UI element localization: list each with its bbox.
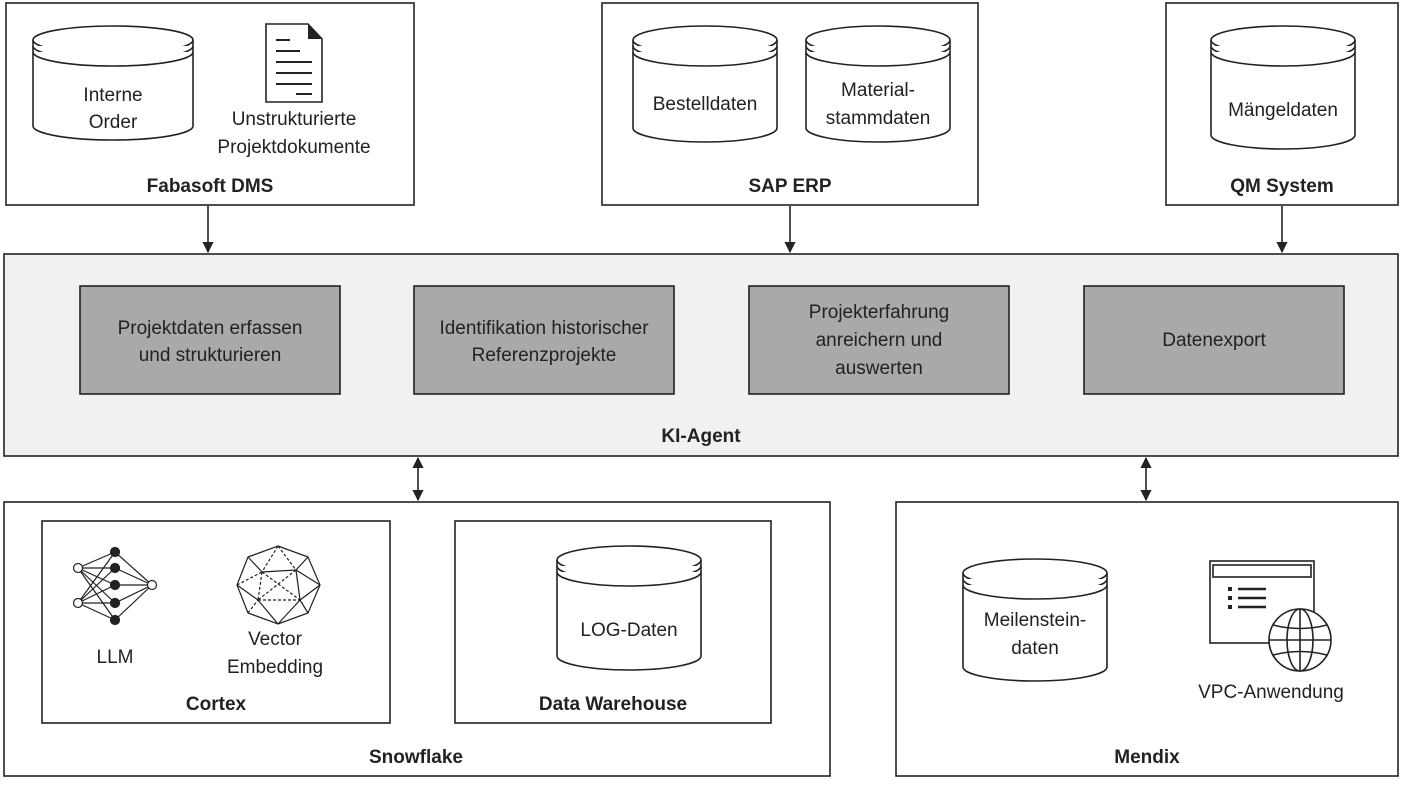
agent-step-3-line-1: Projekterfahrung [809,302,949,323]
database-cylinder-icon [632,25,778,143]
agent-step-3-line-2: anreichern und [816,330,943,351]
database-cylinder-icon [556,545,702,671]
polyhedron-icon [236,545,321,625]
data-warehouse-title: Data Warehouse [539,694,687,715]
document-icon [265,23,323,103]
log-daten-label: LOG-Daten [580,620,677,641]
materialstammdaten-label-2: stammdaten [826,108,931,129]
vector-embedding-label-1: Vector [248,629,303,650]
database-cylinder-icon [32,25,194,141]
database-cylinder-icon [805,25,951,143]
database-cylinder-icon [1210,25,1356,150]
agent-step-3: Projekterfahrung anreichern und auswerte… [748,285,1010,395]
maengeldaten-label: Mängeldaten [1228,100,1338,121]
vpc-anwendung-label: VPC-Anwendung [1198,682,1344,703]
mendix-title: Mendix [1114,747,1180,768]
snowflake-box: LLM Vect [3,501,831,777]
projektdokumente-label-2: Projektdokumente [217,137,370,158]
llm-label: LLM [97,647,134,668]
projektdokumente-label-1: Unstrukturierte [232,109,357,130]
agent-step-1-line-2: und strukturieren [139,345,282,366]
qm-system-title: QM System [1230,176,1333,197]
agent-step-2-line-2: Referenzprojekte [472,345,617,366]
mendix-box: Meilenstein- daten VPC-Anwendung Mendix [895,501,1399,777]
materialstammdaten-label-1: Material- [841,80,915,101]
agent-step-2: Identifikation historischer Referenzproj… [413,285,675,395]
web-application-icon [1209,560,1332,672]
interne-order-label-1: Interne [83,85,142,106]
ki-agent-box: Projektdaten erfassen und strukturieren … [3,253,1399,457]
snowflake-title: Snowflake [369,747,463,768]
fabasoft-title: Fabasoft DMS [147,176,274,197]
interne-order-label-2: Order [89,112,138,133]
meilensteindaten-label-1: Meilenstein- [984,610,1086,631]
agent-step-4-line-1: Datenexport [1162,330,1266,351]
sap-erp-title: SAP ERP [748,176,831,197]
qm-system-box: Mängeldaten QM System [1165,2,1399,206]
cortex-box: LLM Vect [41,520,391,724]
neural-network-icon [72,546,158,626]
ki-agent-title: KI-Agent [661,426,741,447]
agent-step-2-line-1: Identifikation historischer [439,318,649,339]
vector-embedding-label-2: Embedding [227,657,323,678]
data-warehouse-box: LOG-Daten Data Warehouse [454,520,772,724]
agent-step-1: Projektdaten erfassen und strukturieren [79,285,341,395]
sap-erp-box: Bestelldaten Material- stammdaten SAP ER… [601,2,979,206]
agent-step-3-line-3: auswerten [835,358,923,379]
agent-step-1-line-1: Projektdaten erfassen [118,318,303,339]
meilensteindaten-label-2: daten [1011,638,1059,659]
database-cylinder-icon [962,558,1108,682]
bestelldaten-label: Bestelldaten [653,94,758,115]
cortex-title: Cortex [186,694,247,715]
fabasoft-dms-box: Interne Order Unstrukturierte Projektdok… [5,2,415,206]
agent-step-4: Datenexport [1083,285,1345,395]
